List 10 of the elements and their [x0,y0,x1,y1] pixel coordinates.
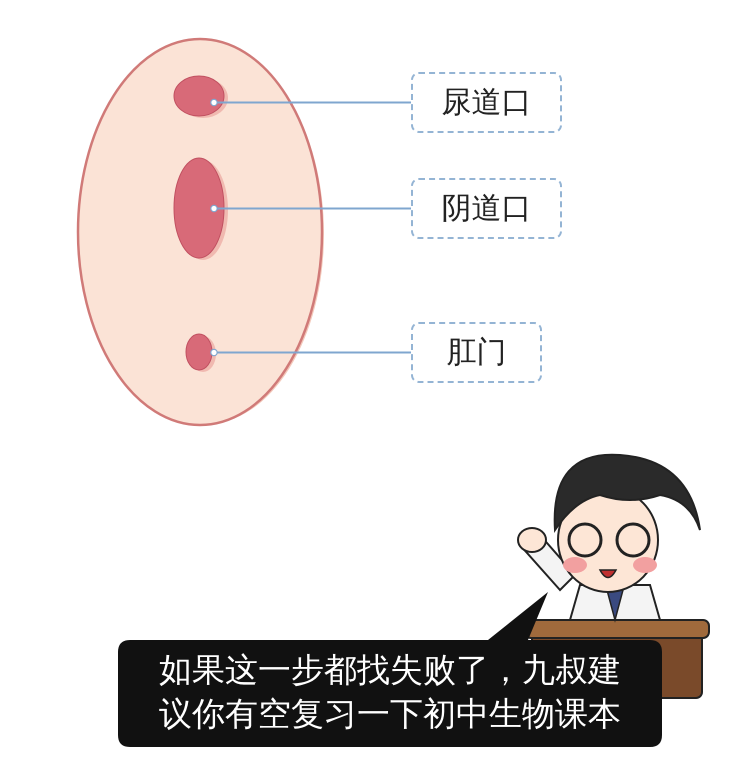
anal-opening [184,332,216,372]
label-box: 阴道口 [411,178,562,239]
leader-line [210,204,411,212]
urethral-opening [172,74,228,118]
label-box: 肛门 [411,322,542,383]
vaginal-opening [172,156,228,260]
leader-line [210,98,411,106]
speech-bubble: 如果这一步都找失败了，九叔建议你有空复习一下初中生物课本 [118,592,662,747]
label-box: 尿道口 [411,72,562,133]
leader-line [210,348,411,356]
